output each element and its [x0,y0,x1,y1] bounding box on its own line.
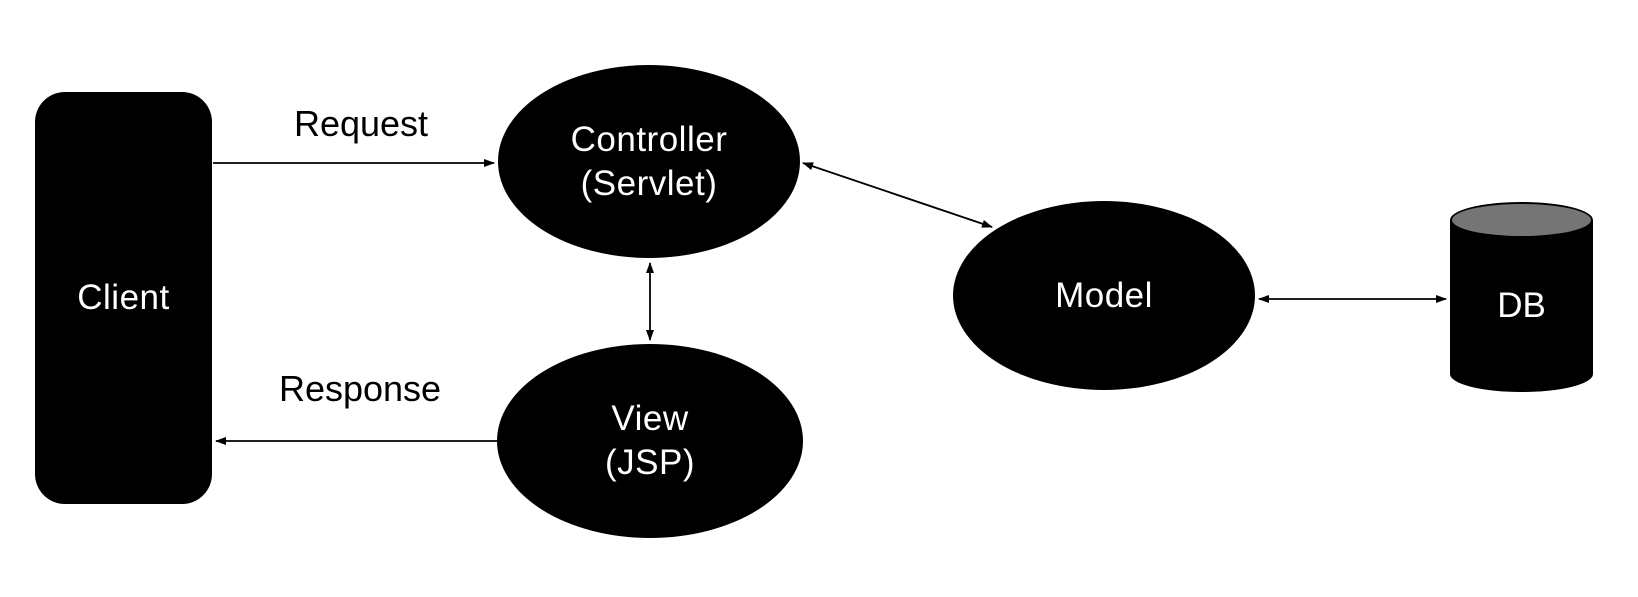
view-node: View (JSP) [497,344,803,538]
view-label-line1: View [611,399,689,438]
db-cylinder-body: DB [1450,220,1593,392]
request-edge-label: Request [293,103,429,144]
model-label: Model [1055,275,1153,315]
controller-node: Controller (Servlet) [498,65,800,258]
view-label-line2: (JSP) [605,443,695,482]
response-edge-label: Response [278,368,442,409]
db-label: DB [1497,286,1546,325]
db-node: DB [1450,202,1593,392]
controller-label-line2: (Servlet) [580,163,718,203]
model-node: Model [953,201,1255,390]
controller-label-line1: Controller [570,119,728,159]
db-cylinder-top [1450,202,1593,238]
client-node: Client [35,92,212,504]
controller-model-arrow [802,162,993,228]
client-label: Client [77,278,170,317]
